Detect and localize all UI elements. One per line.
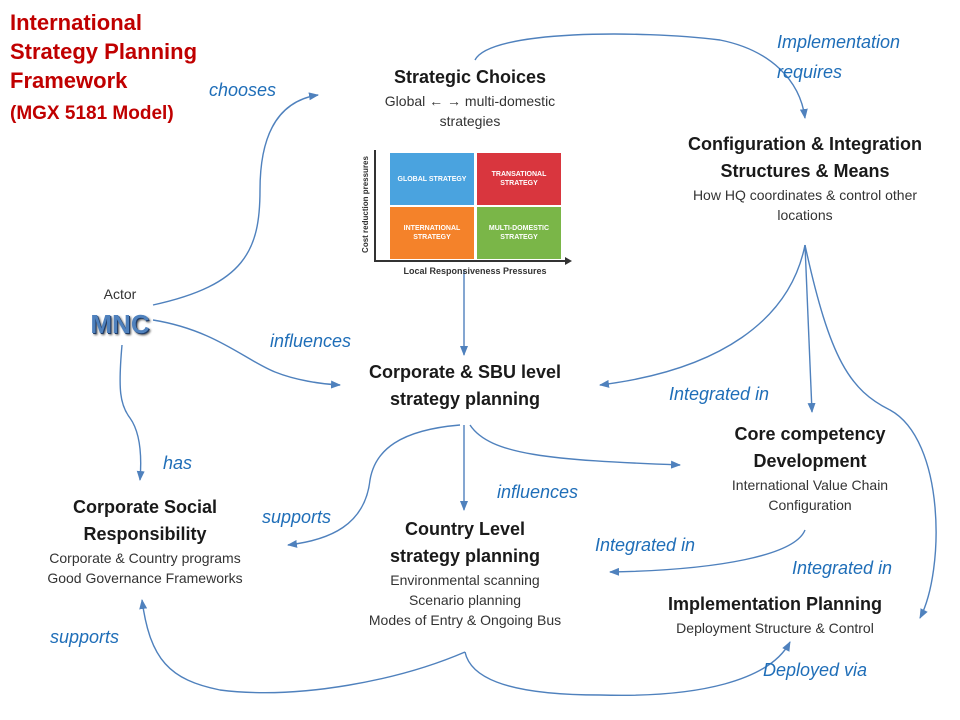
arrow-influences-corporate	[152, 319, 341, 389]
core-competency-node: Core competency Development Internationa…	[680, 421, 940, 515]
core-line-2: Configuration	[768, 497, 852, 513]
implementation-line-1: Deployment Structure & Control	[676, 620, 874, 636]
country-heading-1: Country Level	[404, 519, 526, 539]
label-influences-1: influences	[270, 331, 352, 351]
label-integrated-in-2: Integrated in	[595, 535, 696, 555]
csr-line-1: Corporate & Country programs	[49, 550, 241, 566]
csr-line-2: Good Governance Frameworks	[47, 570, 243, 586]
corporate-heading-1: Corporate & SBU level	[368, 362, 562, 382]
configuration-line-1: How HQ coordinates & control other	[692, 187, 918, 203]
arrow-implementation-requires	[474, 33, 808, 119]
quadrant-multidomestic: MULTI-DOMESTIC STRATEGY	[477, 207, 561, 259]
core-heading-1: Core competency	[734, 424, 886, 444]
actor-label: Actor	[103, 286, 137, 302]
label-influences-2: influences	[497, 482, 579, 502]
label-supports-2: supports	[50, 627, 120, 647]
implementation-heading: Implementation Planning	[667, 594, 882, 614]
country-node: Country Level strategy planning Environm…	[330, 516, 600, 630]
configuration-heading-2: Structures & Means	[720, 161, 890, 181]
title-line-3: Framework	[10, 68, 128, 93]
country-line-3: Modes of Entry & Ongoing Bus	[368, 612, 562, 628]
arrow-deployed-via	[464, 641, 791, 697]
implementation-node: Implementation Planning Deployment Struc…	[640, 591, 910, 638]
strategic-choices-node: Strategic Choices Global ← → multi-domes…	[345, 64, 595, 131]
label-integrated-in-3: Integrated in	[792, 558, 893, 578]
label-deployed-via: Deployed via	[763, 660, 868, 680]
csr-node: Corporate Social Responsibility Corporat…	[15, 494, 275, 588]
configuration-line-2: locations	[777, 207, 833, 223]
label-supports-1: supports	[262, 507, 332, 527]
diagram-title: International Strategy Planning Framewor…	[10, 8, 230, 95]
matrix-y-axis	[374, 150, 376, 262]
corporate-node: Corporate & SBU level strategy planning	[340, 359, 590, 413]
arrow-config-to-implementation	[804, 244, 937, 619]
corporate-heading-2: strategy planning	[389, 389, 541, 409]
title-line-1: International	[10, 10, 143, 35]
csr-heading-1: Corporate Social	[72, 497, 218, 517]
actor-mnc: MNC	[90, 309, 150, 339]
quadrant-transnational: TRANSATIONAL STRATEGY	[477, 153, 561, 205]
matrix-x-axis-arrowhead	[565, 257, 572, 265]
arrow-country-to-csr	[139, 599, 466, 694]
matrix-x-axis	[374, 260, 570, 262]
quadrant-international: INTERNATIONAL STRATEGY	[390, 207, 474, 259]
strategic-choices-heading: Strategic Choices	[393, 67, 547, 87]
strategy-matrix: Cost reduction pressures GLOBAL STRATEGY…	[360, 148, 575, 283]
diagram-subtitle: (MGX 5181 Model)	[10, 103, 174, 124]
core-heading-2: Development	[753, 451, 867, 471]
arrow-core-to-country	[609, 529, 806, 576]
arrow-config-to-core	[804, 244, 816, 413]
arrow-config-to-corporate	[599, 244, 806, 388]
arrow-corporate-to-core	[469, 424, 681, 469]
country-line-1: Environmental scanning	[390, 572, 540, 588]
strategic-choices-line-1: Global ← → multi-domestic	[384, 93, 556, 109]
country-line-2: Scenario planning	[408, 592, 522, 608]
strategic-choices-line-2: strategies	[439, 113, 501, 129]
configuration-node: Configuration & Integration Structures &…	[655, 131, 955, 225]
matrix-y-axis-label: Cost reduction pressures	[360, 156, 370, 253]
arrow-chooses	[152, 92, 319, 306]
label-implementation-requires: Implementation requires	[777, 32, 901, 82]
core-line-1: International Value Chain	[731, 477, 889, 493]
quadrant-global: GLOBAL STRATEGY	[390, 153, 474, 205]
configuration-heading-1: Configuration & Integration	[688, 134, 922, 154]
arrow-has	[119, 344, 145, 481]
label-integrated-in-1: Integrated in	[669, 384, 770, 404]
title-line-2: Strategy Planning	[10, 39, 198, 64]
country-heading-2: strategy planning	[389, 546, 541, 566]
arrow-corporate-to-csr	[287, 424, 461, 548]
label-has: has	[163, 453, 193, 473]
matrix-x-axis-label: Local Responsiveness Pressures	[403, 266, 547, 276]
csr-heading-2: Responsibility	[83, 524, 207, 544]
label-chooses: chooses	[209, 80, 277, 100]
